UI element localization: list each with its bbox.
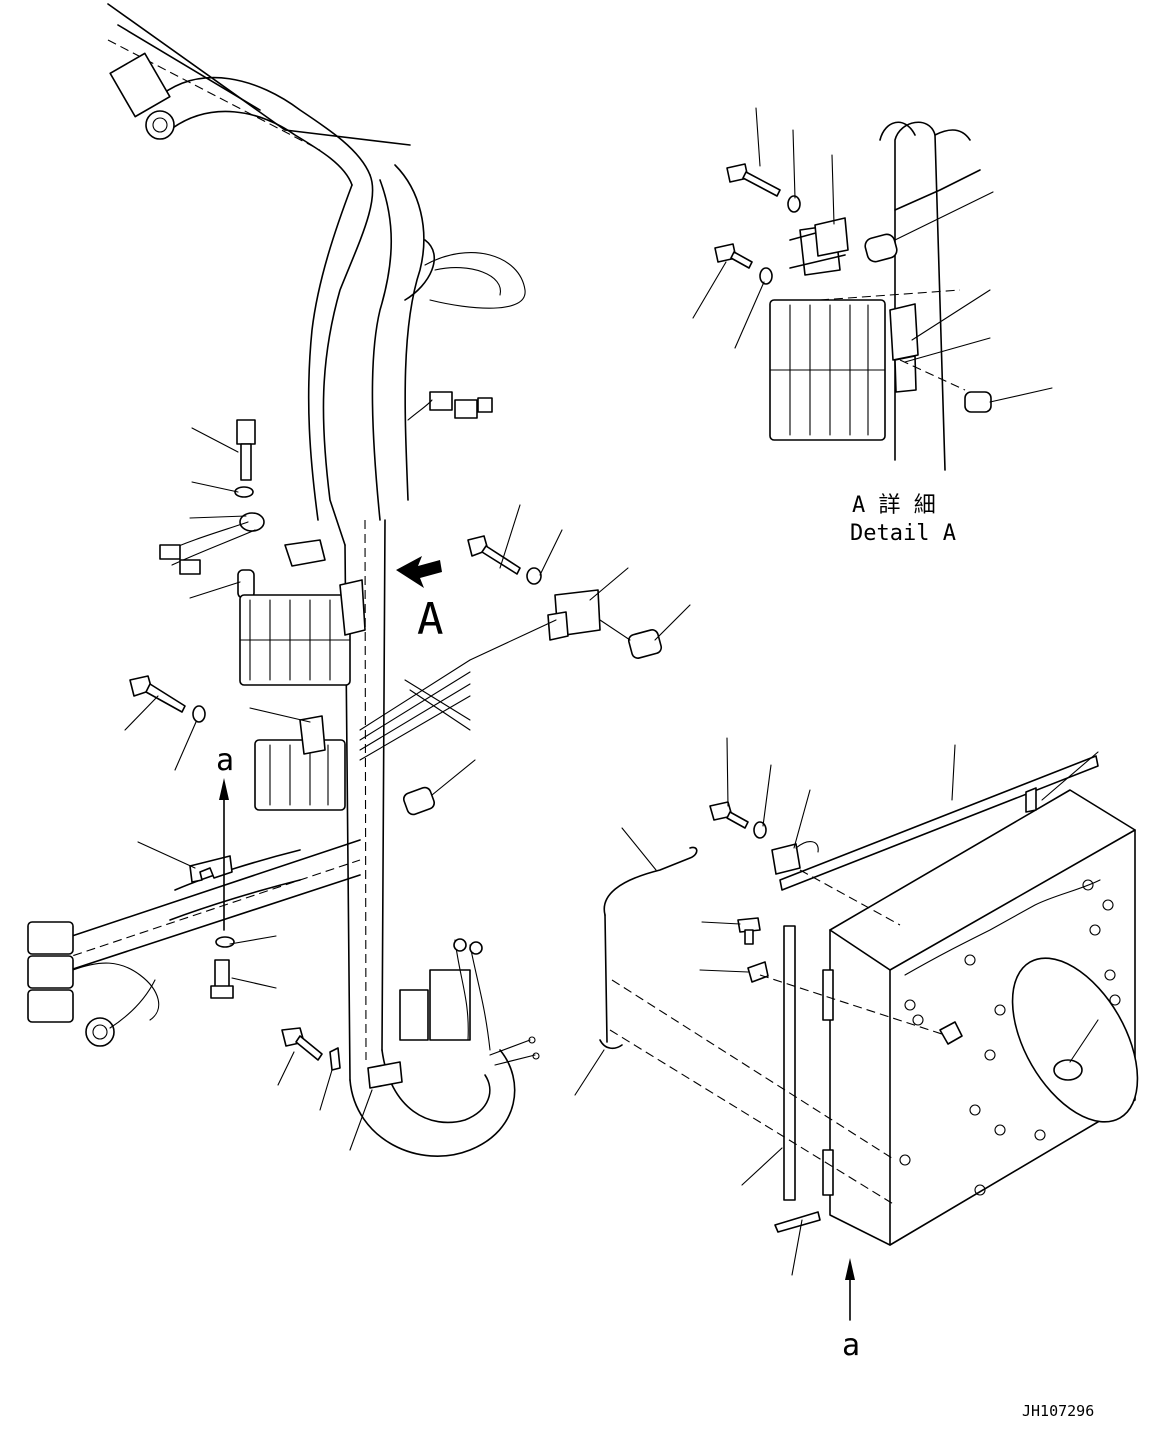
detail-title-en: Detail A bbox=[850, 521, 956, 546]
reference-arrow-icon bbox=[219, 778, 229, 931]
wiring-harness-main bbox=[107, 3, 540, 1157]
frame-left-lower bbox=[27, 839, 361, 1047]
detail-a-view bbox=[692, 107, 1053, 471]
view-direction-arrow-icon bbox=[396, 556, 442, 588]
ref-mark-a-upper: a bbox=[216, 743, 234, 778]
bracket-middle bbox=[467, 535, 663, 661]
panel-cover-assembly bbox=[574, 737, 1139, 1276]
hardware-left bbox=[129, 419, 471, 1071]
leader-lines-left bbox=[124, 427, 691, 1151]
reference-arrow-icon bbox=[845, 1258, 855, 1321]
drawing-number: JH107296 bbox=[1022, 1402, 1094, 1420]
ref-mark-a-lower: a bbox=[842, 1328, 860, 1363]
detail-title-jp: A 詳 細 bbox=[852, 493, 936, 518]
view-arrow-letter: A bbox=[417, 594, 444, 645]
